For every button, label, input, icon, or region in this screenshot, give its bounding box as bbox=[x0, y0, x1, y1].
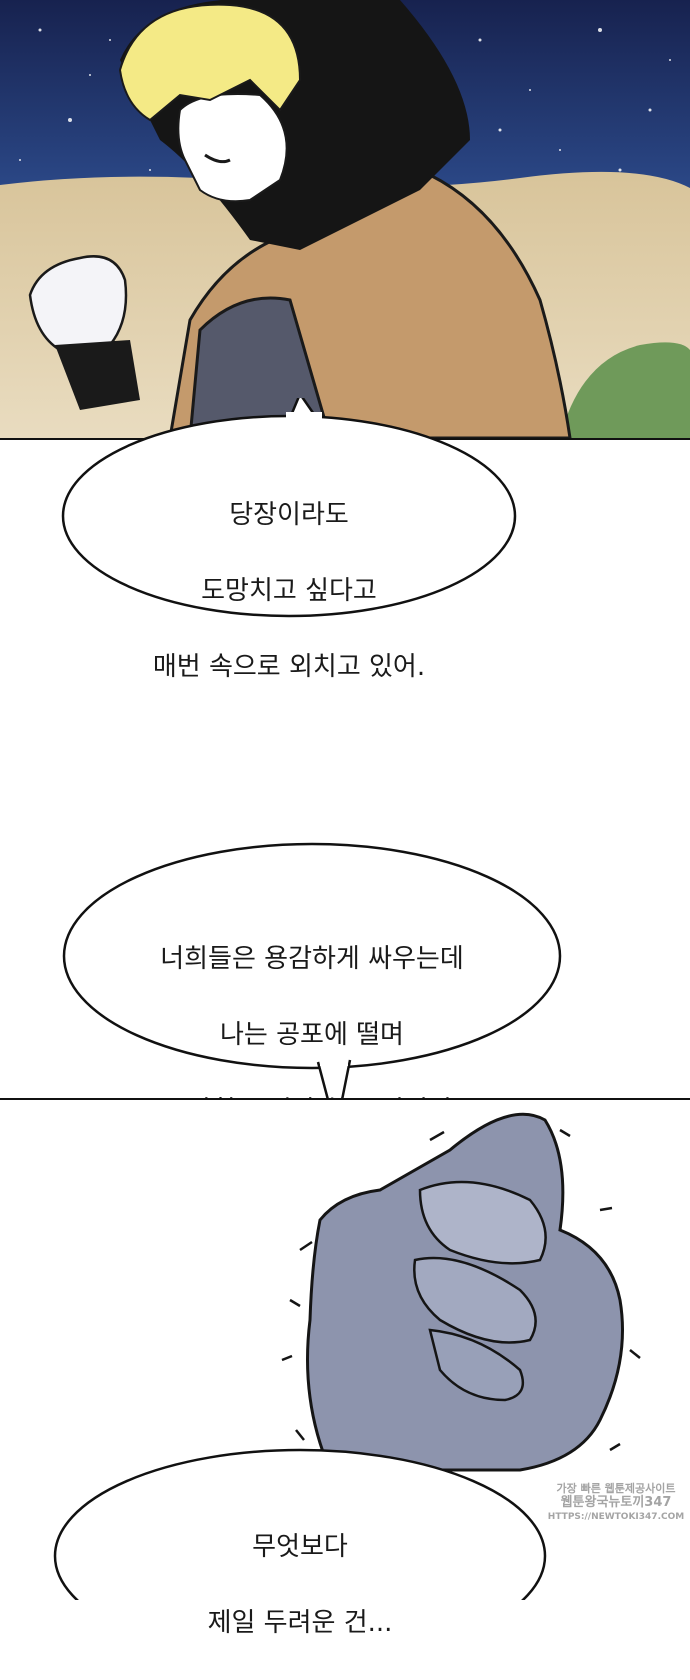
panel-illustration bbox=[0, 0, 690, 438]
comic-panel-hooded-character bbox=[0, 0, 690, 440]
watermark-line: 웹툰왕국뉴토끼347 bbox=[560, 1495, 672, 1510]
knuckle-1 bbox=[413, 1256, 537, 1344]
open-mouth bbox=[204, 153, 231, 164]
knuckle-2 bbox=[428, 1328, 525, 1402]
face bbox=[177, 93, 288, 203]
speech-bubble-1 bbox=[61, 398, 517, 618]
speech-text-1: 당장이라도 도망치고 싶다고 매번 속으로 외치고 있어. bbox=[64, 458, 514, 724]
speech-line: 제일 두려운 건... bbox=[207, 1608, 393, 1638]
speech-line: 매번 속으로 외치고 있어. bbox=[152, 652, 426, 682]
tremble-lines bbox=[281, 1128, 641, 1452]
blond-hair bbox=[118, 3, 302, 122]
speech-text-3: 무엇보다 제일 두려운 건... bbox=[80, 1490, 520, 1680]
speech-line: 무엇보다 bbox=[252, 1532, 348, 1562]
speech-line: 당장이라도 bbox=[229, 500, 349, 530]
raised-fist bbox=[28, 255, 128, 352]
watermark-line: 가장 빠른 웹툰제공사이트 bbox=[556, 1482, 676, 1495]
speech-bubble-3 bbox=[53, 1448, 547, 1600]
thumb bbox=[418, 1180, 547, 1265]
site-watermark: 가장 빠른 웹툰제공사이트 웹툰왕국뉴토끼347 HTTPS://NEWTOKI… bbox=[546, 1482, 686, 1524]
speech-line: 나는 공포에 떨며 bbox=[220, 1020, 404, 1050]
speech-bubble-2 bbox=[62, 842, 562, 1131]
green-bush bbox=[560, 342, 690, 438]
speech-line: 도망치고 싶다고 bbox=[201, 576, 377, 606]
forearm-sleeve bbox=[55, 340, 140, 410]
watermark-url: HTTPS://NEWTOKI347.COM bbox=[547, 1512, 685, 1522]
speech-line: 너희들은 용감하게 싸우는데 bbox=[160, 944, 464, 974]
